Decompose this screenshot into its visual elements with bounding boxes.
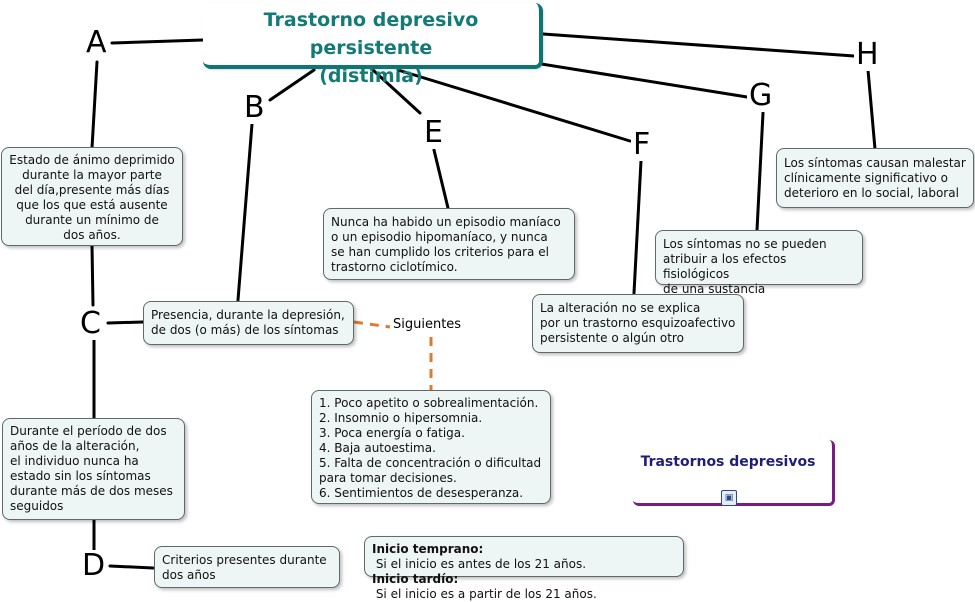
box-e-criterion[interactable]: Nunca ha habido un episodio maníaco o un…	[323, 208, 575, 280]
box-f-criterion[interactable]: La alteración no se explica por un trast…	[532, 294, 744, 353]
box-a-criterion[interactable]: Estado de ánimo deprimido durante la may…	[1, 147, 183, 246]
onset-early-label: Inicio temprano:	[372, 542, 484, 556]
connector-h-boxh	[866, 68, 877, 151]
onset-early-row: Inicio temprano: Si el inicio es antes d…	[372, 542, 676, 572]
onset-late-label: Inicio tardío:	[372, 572, 459, 586]
connector-f-boxf	[632, 159, 643, 295]
connector-a-boxa	[90, 60, 99, 150]
connector-b-boxb	[236, 122, 254, 302]
onset-late-row: Inicio tardío: Si el inicio es a partir …	[372, 572, 676, 602]
box-onset-specifiers[interactable]: Inicio temprano: Si el inicio es antes d…	[364, 536, 684, 601]
connector-c-boxb	[106, 320, 145, 325]
box-d-criterion[interactable]: Criterios presentes durante dos años	[154, 546, 340, 588]
onset-early-text: Si el inicio es antes de los 21 años.	[372, 557, 587, 571]
dashed-boxb-siguientes	[353, 320, 391, 329]
onset-late-text: Si el inicio es a partir de los 21 años.	[372, 587, 597, 601]
box-symptoms-list[interactable]: 1. Poco apetito o sobrealimentación. 2. …	[311, 390, 551, 504]
connector-d-boxd	[108, 564, 155, 570]
title-line-1: Trastorno depresivo persistente	[263, 9, 479, 59]
connector-e-boxe	[432, 148, 450, 210]
box-c-criterion[interactable]: Durante el período de dos años de la alt…	[2, 418, 185, 520]
siguientes-label[interactable]: Siguientes	[390, 317, 465, 332]
connector-title-b	[268, 68, 316, 102]
connector-g-boxg	[755, 111, 765, 232]
connector-boxa-c	[90, 244, 95, 307]
label-a: A	[84, 25, 109, 60]
label-e: E	[422, 115, 445, 150]
box-b-criterion[interactable]: Presencia, durante la depresión, de dos …	[143, 301, 354, 345]
connector-title-h	[541, 32, 856, 58]
box-h-criterion[interactable]: Los síntomas causan malestar clínicament…	[776, 148, 974, 208]
label-g: G	[747, 78, 775, 113]
connector-title-a	[110, 38, 205, 45]
connector-title-e	[371, 68, 422, 115]
box-g-criterion[interactable]: Los síntomas no se pueden atribuir a los…	[655, 230, 863, 296]
linked-map-trastornos-depresivos[interactable]: Trastornos depresivos ▣	[633, 440, 835, 506]
label-c: C	[78, 306, 103, 341]
linked-map-title: Trastornos depresivos	[640, 454, 816, 470]
map-link-icon[interactable]: ▣	[721, 490, 737, 506]
label-d: D	[80, 548, 108, 583]
label-f: F	[631, 127, 653, 162]
connector-title-f	[396, 68, 632, 143]
title-line-2: (distimia)	[319, 65, 423, 87]
label-h: H	[854, 37, 881, 72]
label-b: B	[242, 90, 267, 125]
central-topic-title[interactable]: Trastorno depresivo persistente (distimi…	[203, 3, 543, 87]
